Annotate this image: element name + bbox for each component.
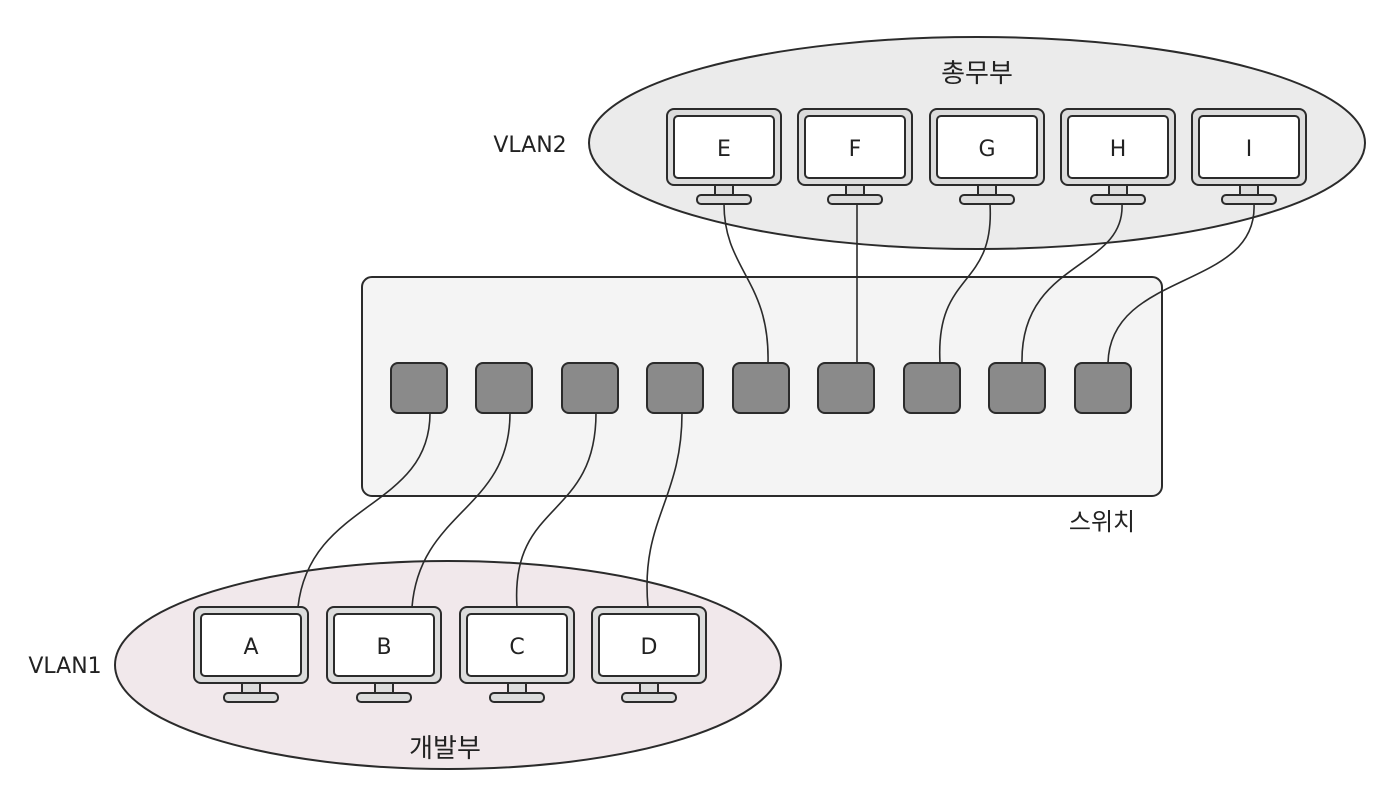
switch-ports	[390, 362, 1132, 414]
computer-label: A	[243, 635, 258, 660]
computer-label: H	[1110, 137, 1127, 162]
switch-port[interactable]	[646, 362, 704, 414]
switch-port[interactable]	[475, 362, 533, 414]
computer-a[interactable]: A	[193, 606, 309, 703]
switch-port[interactable]	[1074, 362, 1132, 414]
computer-f[interactable]: F	[797, 108, 913, 205]
computer-label: C	[509, 635, 524, 660]
switch-port[interactable]	[988, 362, 1046, 414]
cable-h	[1021, 203, 1123, 364]
computer-label: F	[849, 137, 862, 162]
computer-c[interactable]: C	[459, 606, 575, 703]
computer-label: E	[717, 137, 731, 162]
vlan2-group-name: 총무부	[941, 59, 1013, 89]
vlan1-computers: A B C D	[193, 606, 707, 703]
switch-port[interactable]	[903, 362, 961, 414]
computer-i[interactable]: I	[1191, 108, 1307, 205]
switch-label: 스위치	[1069, 508, 1135, 536]
cable-d	[646, 412, 683, 608]
vlan1-group-name: 개발부	[409, 734, 481, 764]
vlan2-computers: E F G H I	[666, 108, 1307, 205]
switch-port[interactable]	[561, 362, 619, 414]
computer-e[interactable]: E	[666, 108, 782, 205]
computer-d[interactable]: D	[591, 606, 707, 703]
computer-b[interactable]: B	[326, 606, 442, 703]
switch-port[interactable]	[732, 362, 790, 414]
vlan1-label: VLAN1	[28, 654, 101, 679]
computer-h[interactable]: H	[1060, 108, 1176, 205]
computer-label: I	[1246, 137, 1253, 162]
computer-label: G	[978, 137, 995, 162]
cable-b	[411, 412, 511, 608]
computer-label: D	[641, 635, 658, 660]
cable-c	[515, 412, 597, 608]
switch-port[interactable]	[817, 362, 875, 414]
cable-g	[938, 203, 992, 364]
computer-g[interactable]: G	[929, 108, 1045, 205]
cable-e	[723, 203, 769, 364]
cable-a	[297, 412, 431, 608]
vlan2-label: VLAN2	[493, 133, 566, 158]
computer-label: B	[376, 635, 391, 660]
cables	[297, 203, 1255, 608]
cable-i	[1107, 203, 1255, 364]
switch-port[interactable]	[390, 362, 448, 414]
